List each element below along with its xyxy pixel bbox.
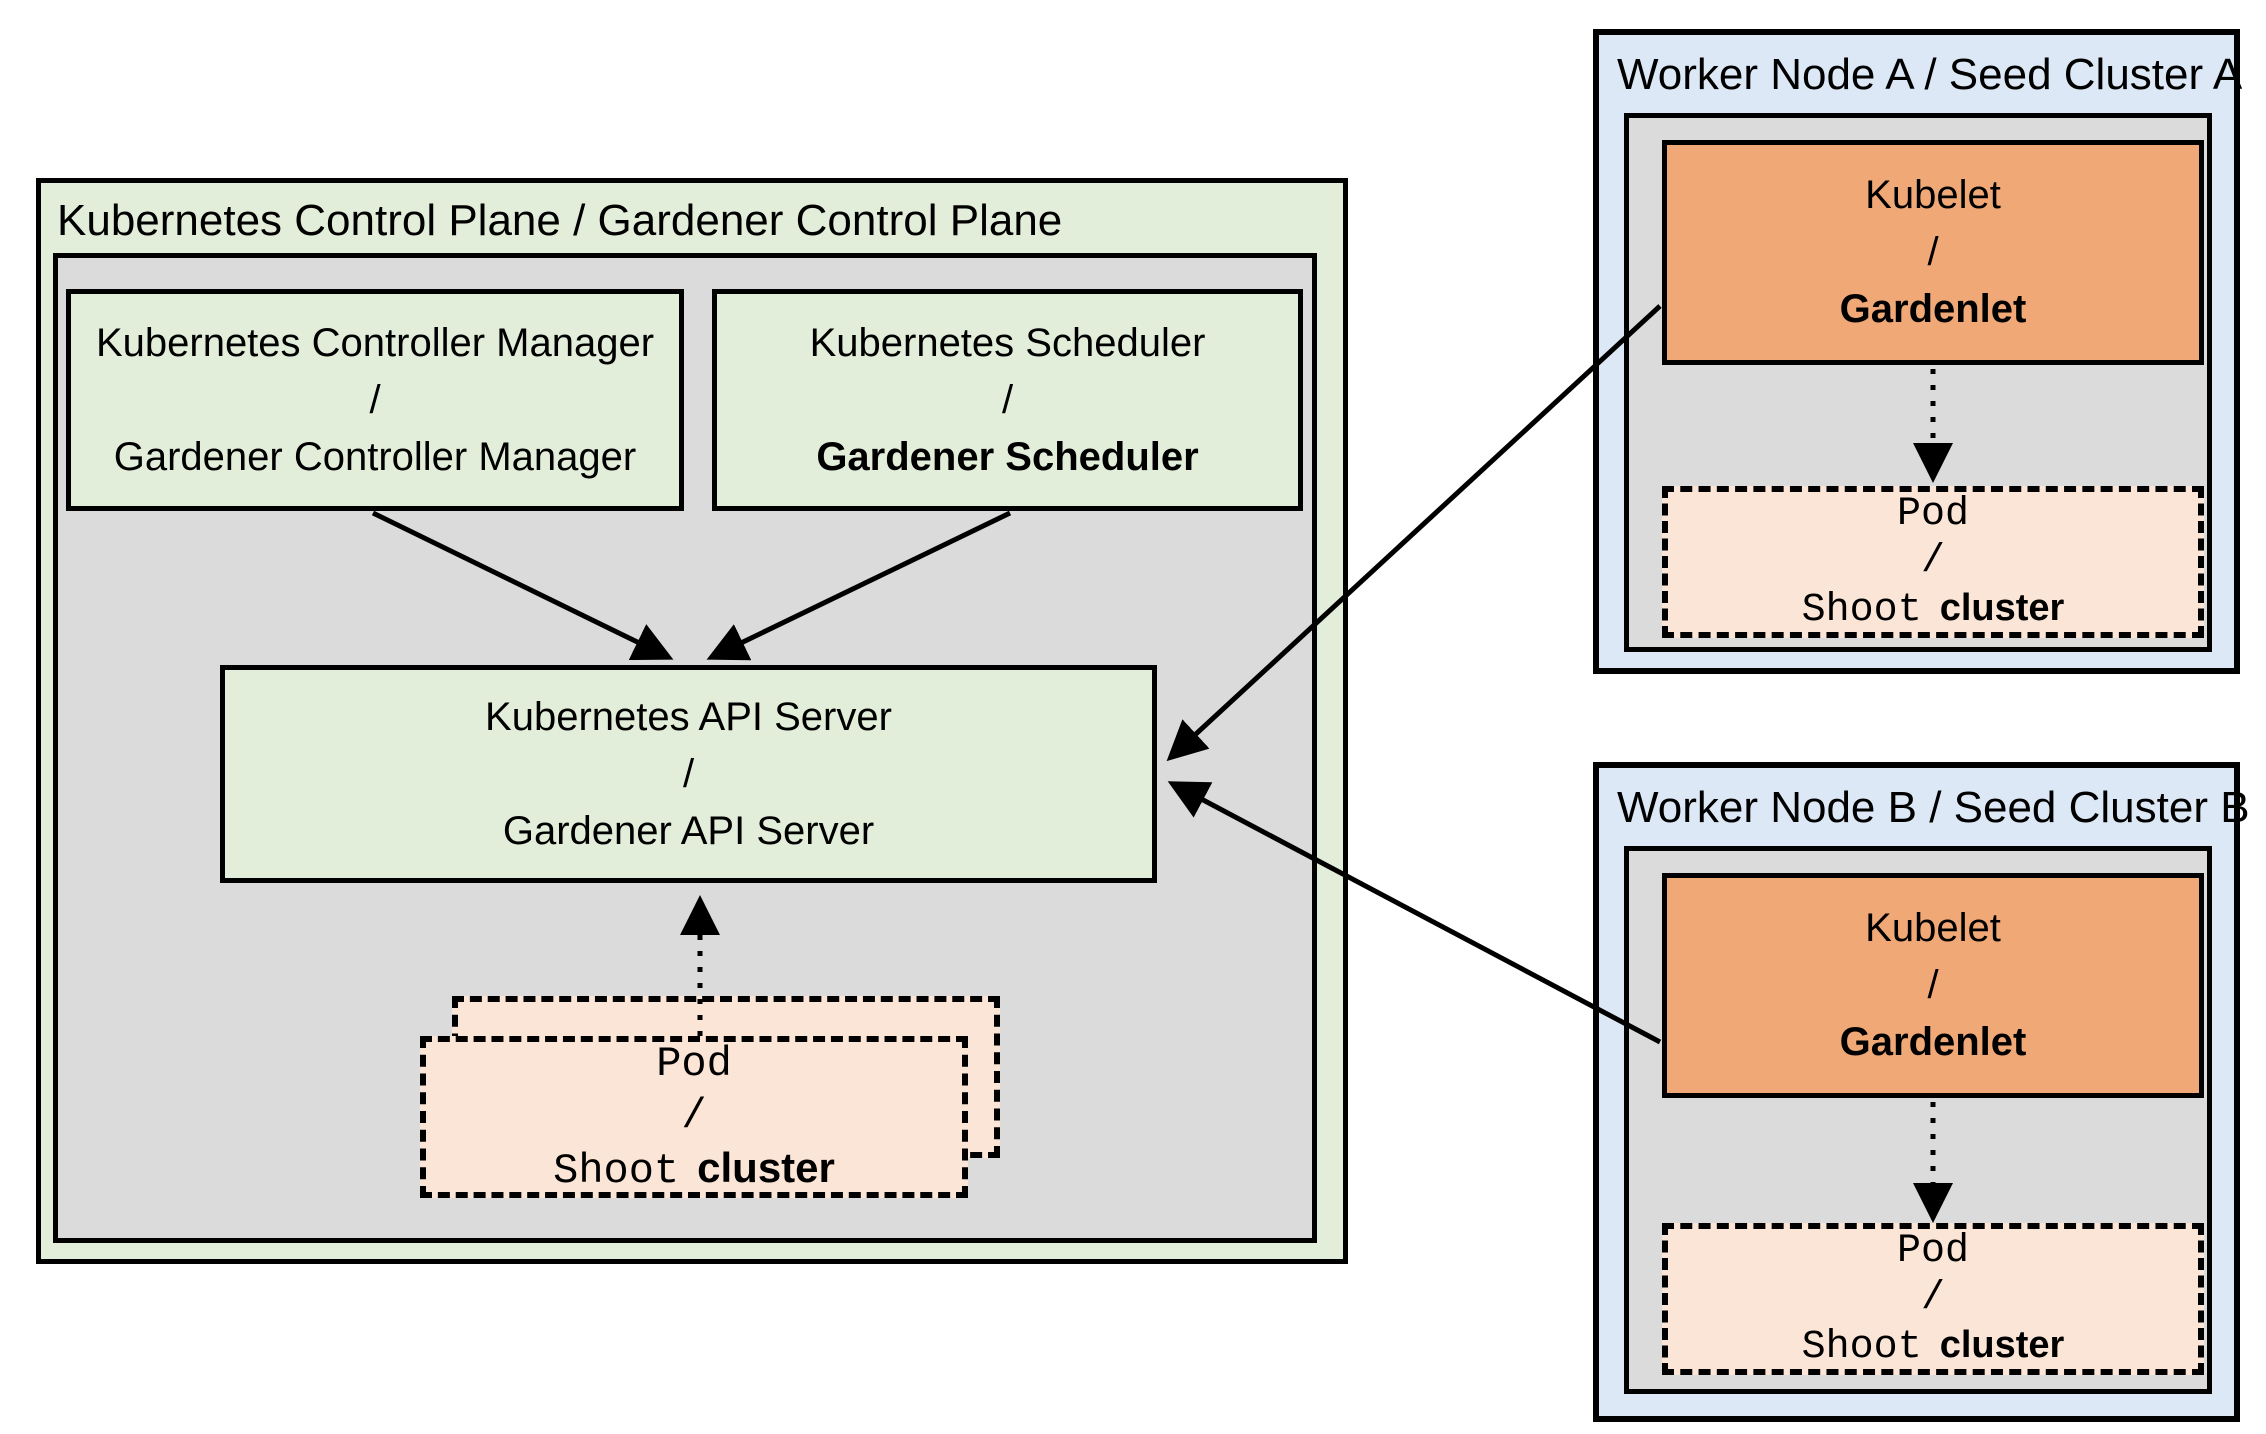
worker-a-kubelet-separator: /: [1927, 230, 1939, 274]
worker-a-cluster-word: cluster: [1939, 586, 2065, 629]
controller-manager-bottom-line: Gardener Controller Manager: [113, 434, 637, 479]
worker-a-pod-box: Pod / Shoot cluster: [1662, 486, 2204, 638]
controller-manager-box: Kubernetes Controller Manager / Gardener…: [66, 289, 684, 511]
shoot-word: Shoot: [553, 1146, 680, 1195]
worker-a-kubelet-box: Kubelet / Gardenlet: [1662, 140, 2204, 365]
scheduler-label: Kubernetes Scheduler / Gardener Schedule…: [717, 294, 1298, 506]
control-plane-inner-panel: Kubernetes Controller Manager / Gardener…: [53, 253, 1317, 1243]
worker-a-shoot-cluster-line: Shoot cluster: [1802, 585, 2065, 634]
pod-shoot-cluster-label: Pod / Shoot cluster: [426, 1040, 962, 1195]
worker-b-gardenlet-line: Gardenlet: [1839, 1020, 2027, 1064]
api-server-label: Kubernetes API Server / Gardener API Ser…: [225, 670, 1152, 878]
controller-manager-top-line: Kubernetes Controller Manager: [95, 320, 655, 365]
worker-node-a-title: Worker Node A / Seed Cluster A: [1617, 50, 2243, 99]
worker-b-shoot-word: Shoot: [1801, 1324, 1922, 1370]
pod-line: Pod: [656, 1039, 732, 1088]
control-plane-box: Kubernetes Control Plane / Gardener Cont…: [36, 178, 1348, 1264]
worker-b-pod-separator: /: [1920, 1275, 1945, 1321]
control-plane-title: Kubernetes Control Plane / Gardener Cont…: [57, 196, 1063, 245]
pod-shoot-cluster-box: Pod / Shoot cluster: [420, 1036, 968, 1198]
worker-node-b-box: Worker Node B / Seed Cluster B Kubelet /…: [1593, 762, 2250, 1422]
worker-b-pod-label: Pod / Shoot cluster: [1668, 1228, 2198, 1371]
scheduler-bottom-line: Gardener Scheduler: [816, 434, 1199, 479]
pod-separator: /: [681, 1091, 707, 1140]
scheduler-box: Kubernetes Scheduler / Gardener Schedule…: [712, 289, 1303, 511]
worker-b-pod-line: Pod: [1896, 1228, 1969, 1274]
worker-node-b-inner-panel: Kubelet / Gardenlet Pod / Shoot cluster: [1624, 846, 2212, 1394]
worker-b-pod-box: Pod / Shoot cluster: [1662, 1223, 2204, 1375]
worker-a-pod-line: Pod: [1896, 491, 1969, 537]
cluster-word: cluster: [697, 1143, 835, 1191]
scheduler-top-line: Kubernetes Scheduler: [809, 320, 1206, 365]
api-server-box: Kubernetes API Server / Gardener API Ser…: [220, 665, 1157, 883]
worker-node-a-box: Worker Node A / Seed Cluster A Kubelet /…: [1593, 29, 2243, 674]
worker-node-b-title: Worker Node B / Seed Cluster B: [1617, 783, 2250, 832]
worker-a-shoot-word: Shoot: [1801, 587, 1922, 633]
controller-manager-separator: /: [369, 377, 381, 422]
worker-node-a-inner-panel: Kubelet / Gardenlet Pod / Shoot cluster: [1624, 113, 2212, 652]
worker-a-kubelet-top-line: Kubelet: [1865, 173, 2001, 217]
worker-b-kubelet-separator: /: [1927, 963, 1939, 1007]
worker-a-pod-label: Pod / Shoot cluster: [1668, 491, 2198, 634]
api-server-separator: /: [682, 751, 695, 796]
controller-manager-label: Kubernetes Controller Manager / Gardener…: [71, 294, 679, 506]
worker-b-shoot-cluster-line: Shoot cluster: [1802, 1322, 2065, 1371]
worker-a-kubelet-label: Kubelet / Gardenlet: [1667, 145, 2199, 360]
shoot-cluster-line: Shoot cluster: [553, 1142, 835, 1197]
worker-b-cluster-word: cluster: [1939, 1323, 2065, 1366]
worker-b-kubelet-top-line: Kubelet: [1865, 906, 2001, 950]
worker-b-kubelet-label: Kubelet / Gardenlet: [1667, 878, 2199, 1093]
api-server-bottom-line: Gardener API Server: [502, 808, 875, 853]
scheduler-separator: /: [1001, 377, 1014, 422]
worker-b-kubelet-box: Kubelet / Gardenlet: [1662, 873, 2204, 1098]
api-server-top-line: Kubernetes API Server: [485, 694, 892, 739]
worker-a-pod-separator: /: [1920, 538, 1945, 584]
worker-a-gardenlet-line: Gardenlet: [1839, 287, 2027, 331]
